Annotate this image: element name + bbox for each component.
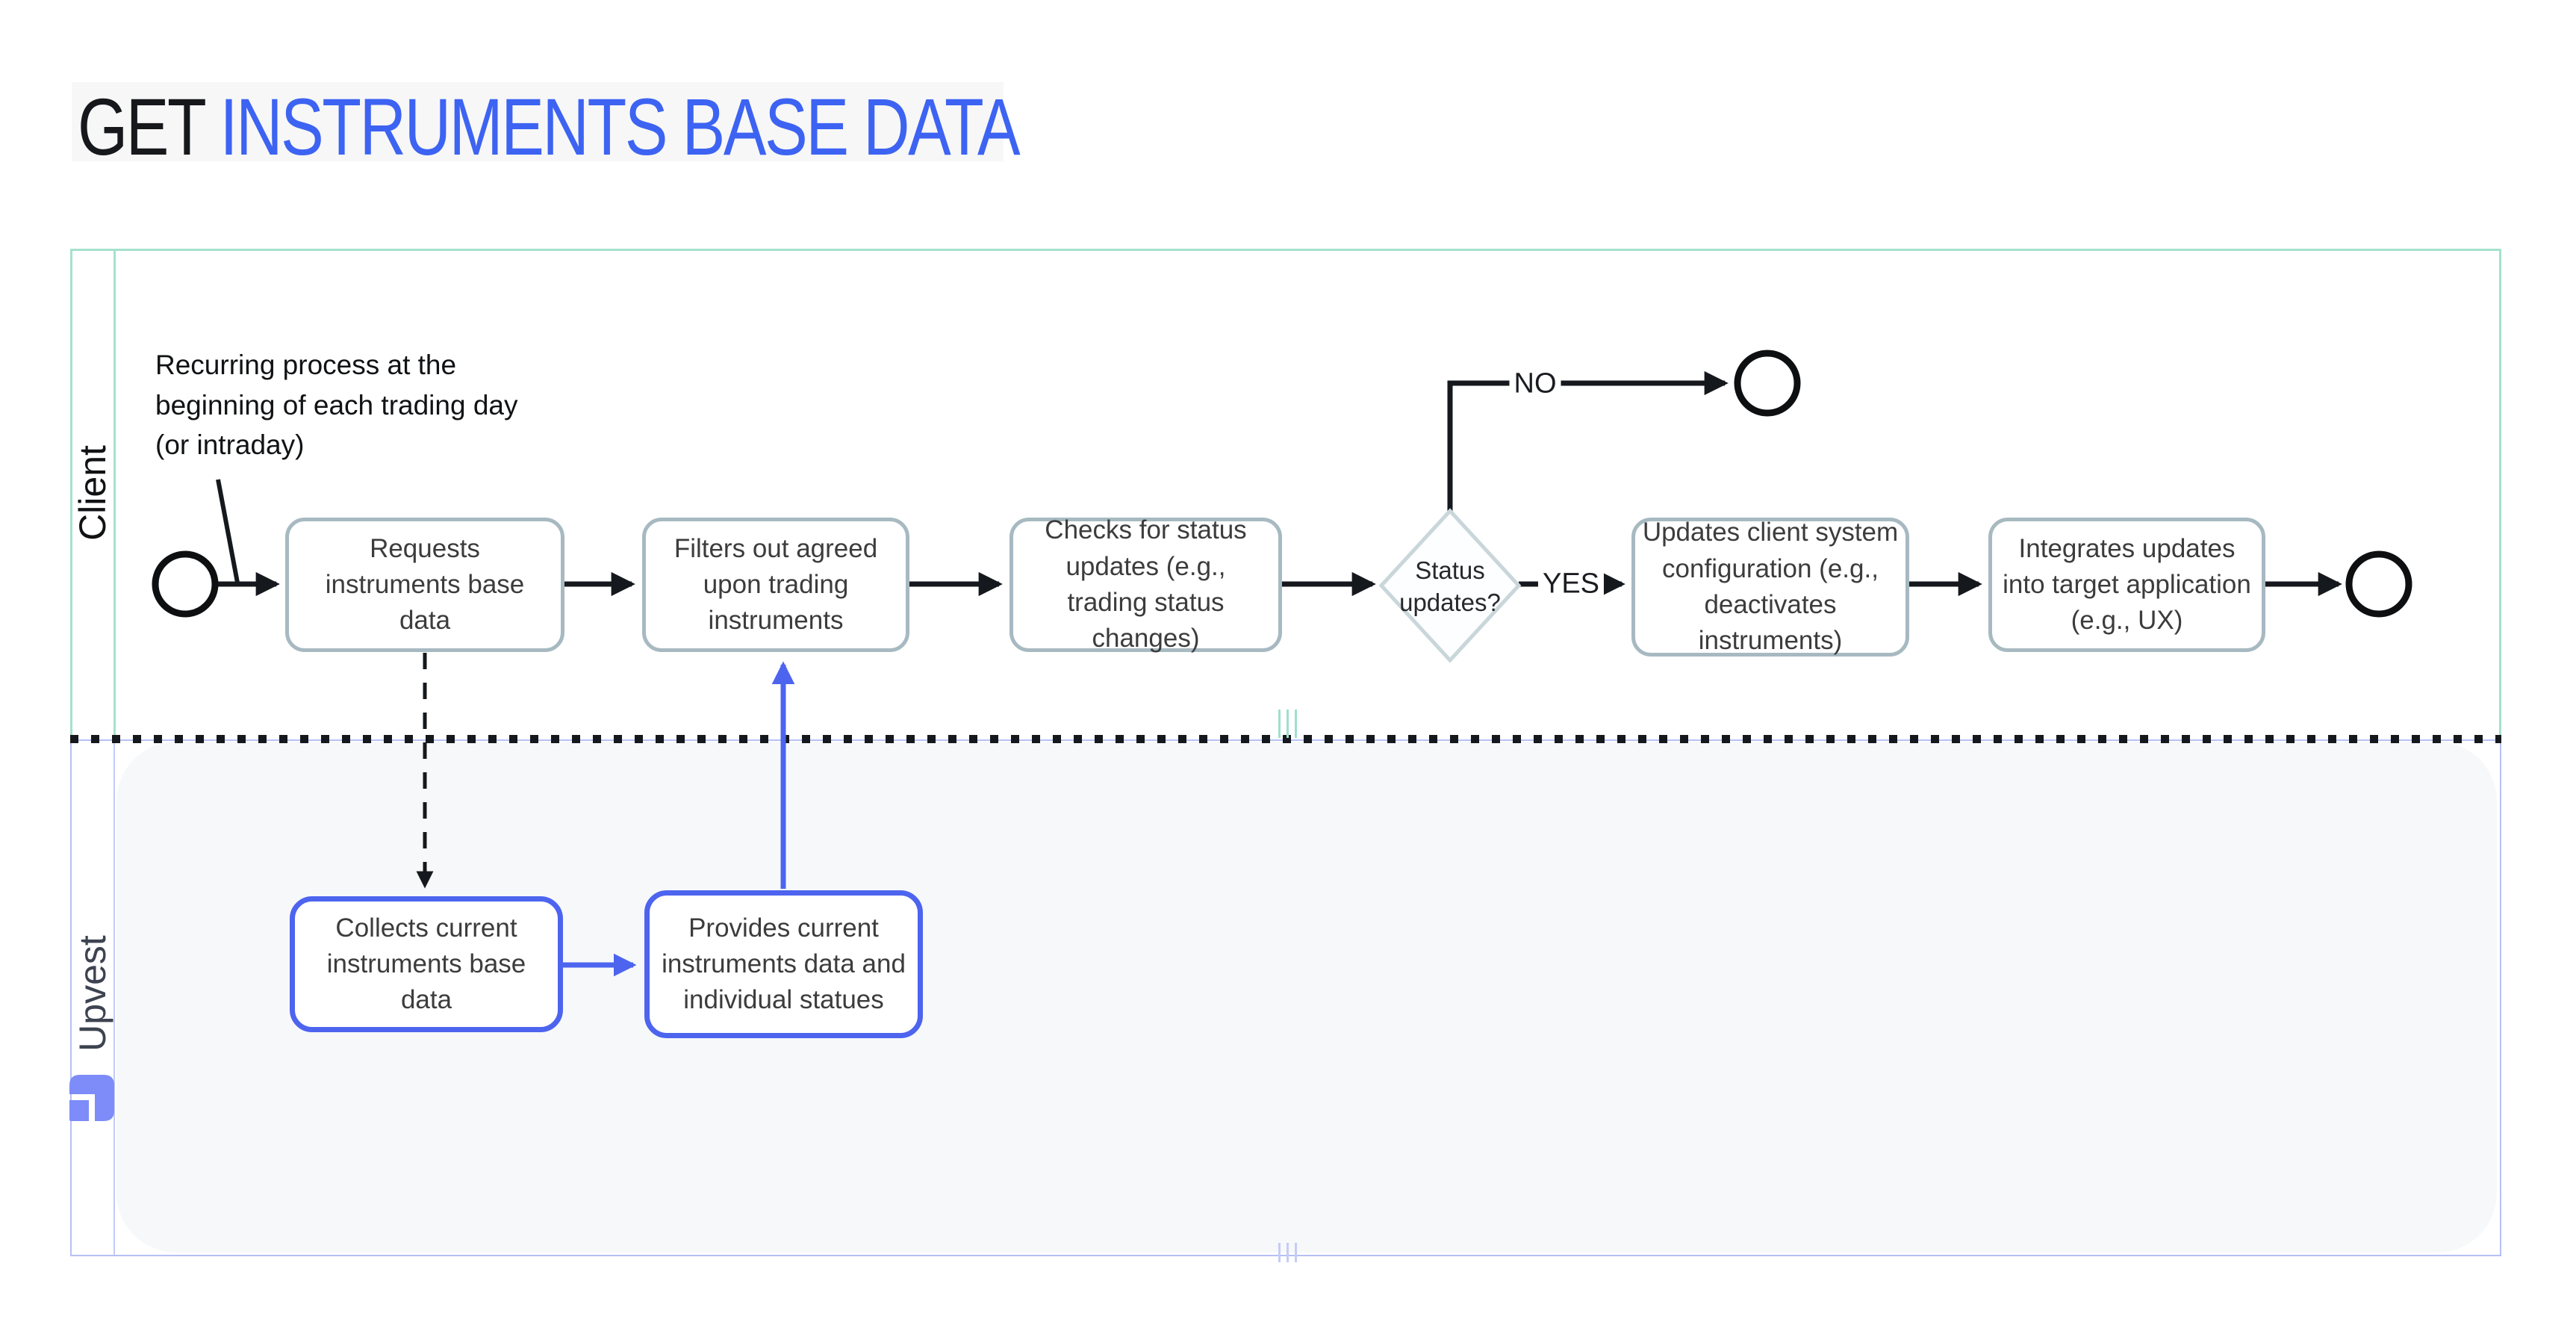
divider-tick-2	[1287, 710, 1289, 738]
upvest-lane-label-divider	[113, 741, 115, 1255]
flow-gateway-no-to-end	[1447, 370, 1729, 511]
task-requests-instruments: Requests instruments base data	[285, 518, 564, 652]
page-title: GET INSTRUMENTS BASE DATA	[78, 87, 1021, 167]
task-label: Filters out agreed upon trading instrume…	[673, 533, 878, 636]
upvest-logo-upper-shape	[69, 1075, 114, 1121]
annotation-pointer-line	[216, 479, 240, 583]
upvest-logo-lower-square	[69, 1100, 89, 1121]
page-title-main: INSTRUMENTS BASE DATA	[220, 81, 1020, 172]
lane-divider-dotted-line	[70, 735, 2501, 743]
task-label: Requests instruments base data	[325, 533, 525, 636]
lane-label-client: Client	[72, 445, 113, 541]
page-title-prefix: GET	[78, 81, 205, 172]
lane-label-upvest: Upvest	[72, 935, 113, 1052]
task-label: Provides current instruments data and in…	[662, 913, 906, 1015]
branch-label-no: NO	[1509, 367, 1561, 400]
divider-tick-1	[1278, 710, 1281, 738]
upvest-logo	[69, 1075, 114, 1121]
task-integrates-updates: Integrates updates into target applicati…	[1988, 518, 2265, 652]
branch-label-yes: YES	[1537, 568, 1605, 601]
task-filters-instruments: Filters out agreed upon trading instrume…	[642, 518, 909, 652]
task-label: Collects current instruments base data	[326, 913, 526, 1015]
gateway-label: Status updates?	[1399, 556, 1501, 616]
task-label: Integrates updates into target applicati…	[2003, 533, 2251, 636]
client-lane-label-divider	[113, 249, 116, 739]
bottom-tick-1	[1278, 1243, 1281, 1262]
bottom-tick-2	[1287, 1243, 1289, 1262]
task-updates-configuration: Updates client system configuration (e.g…	[1631, 518, 1909, 657]
title-highlight-background	[72, 82, 1004, 161]
end-event-circle-no-branch	[1734, 350, 1801, 417]
task-collects-base-data: Collects current instruments base data	[290, 896, 563, 1032]
task-label: Updates client system configuration (e.g…	[1642, 518, 1899, 656]
task-provides-instruments-data: Provides current instruments data and in…	[644, 890, 923, 1038]
bottom-tick-3	[1295, 1243, 1297, 1262]
client-lane-left-border	[70, 249, 72, 739]
client-lane-right-border	[2499, 249, 2501, 739]
divider-tick-3	[1295, 710, 1297, 738]
client-lane-top-border	[70, 249, 2501, 251]
task-label: Checks for status updates (e.g., trading…	[1045, 515, 1247, 654]
start-event-circle	[152, 550, 219, 618]
end-event-circle-main	[2345, 550, 2412, 618]
annotation-text: Recurring process at the beginning of ea…	[155, 350, 518, 461]
task-checks-status-updates: Checks for status updates (e.g., trading…	[1009, 515, 1282, 653]
